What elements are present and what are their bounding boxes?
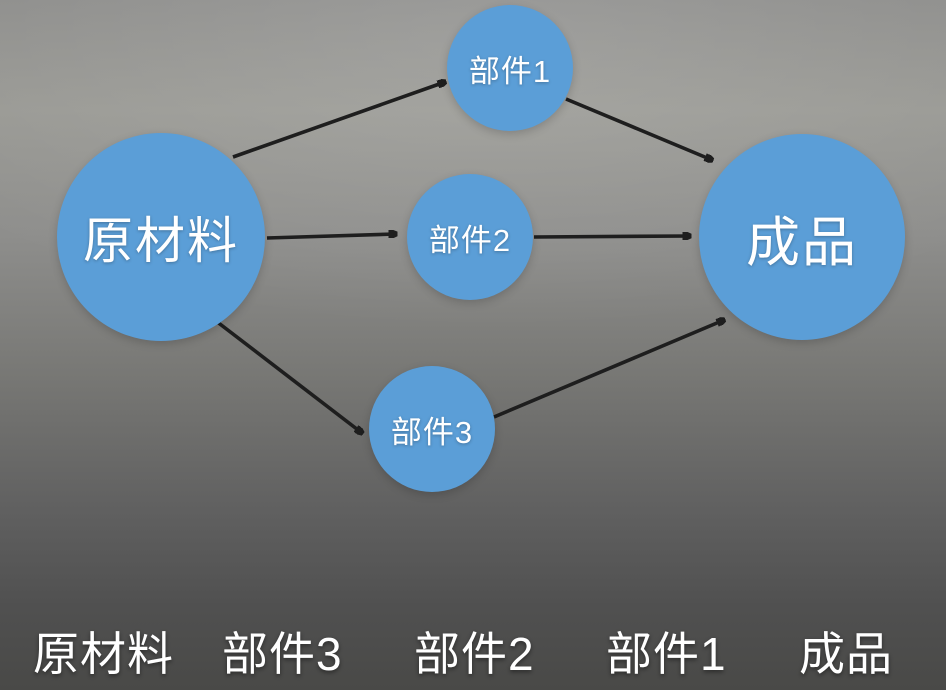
- node-part1-label: 部件1: [468, 53, 552, 89]
- caption-part1: 部件1: [606, 628, 727, 680]
- node-part3-label: 部件3: [390, 414, 474, 450]
- node-part1: 部件1: [447, 5, 573, 131]
- caption-part3: 部件3: [222, 628, 343, 680]
- node-finished-product: 成品: [699, 134, 905, 340]
- node-raw-material: 原材料: [57, 133, 265, 341]
- node-part2: 部件2: [407, 174, 533, 300]
- edge-part3-to-finished: [493, 320, 724, 419]
- edge-raw-to-part2: [266, 234, 396, 240]
- caption-raw-material: 原材料: [33, 628, 174, 680]
- edge-part1-to-finished: [565, 97, 712, 160]
- node-raw-material-label: 原材料: [83, 213, 239, 269]
- node-part2-label: 部件2: [428, 222, 512, 258]
- node-part3: 部件3: [369, 366, 495, 492]
- caption-finished-product: 成品: [799, 628, 893, 680]
- caption-row: 原材料 部件3 部件2 部件1 成品: [0, 616, 946, 680]
- node-finished-product-label: 成品: [746, 212, 858, 273]
- edge-raw-to-part1: [232, 82, 445, 159]
- edge-part2-to-finished: [533, 236, 690, 237]
- edge-raw-to-part3: [214, 319, 362, 433]
- caption-part2: 部件2: [414, 628, 535, 680]
